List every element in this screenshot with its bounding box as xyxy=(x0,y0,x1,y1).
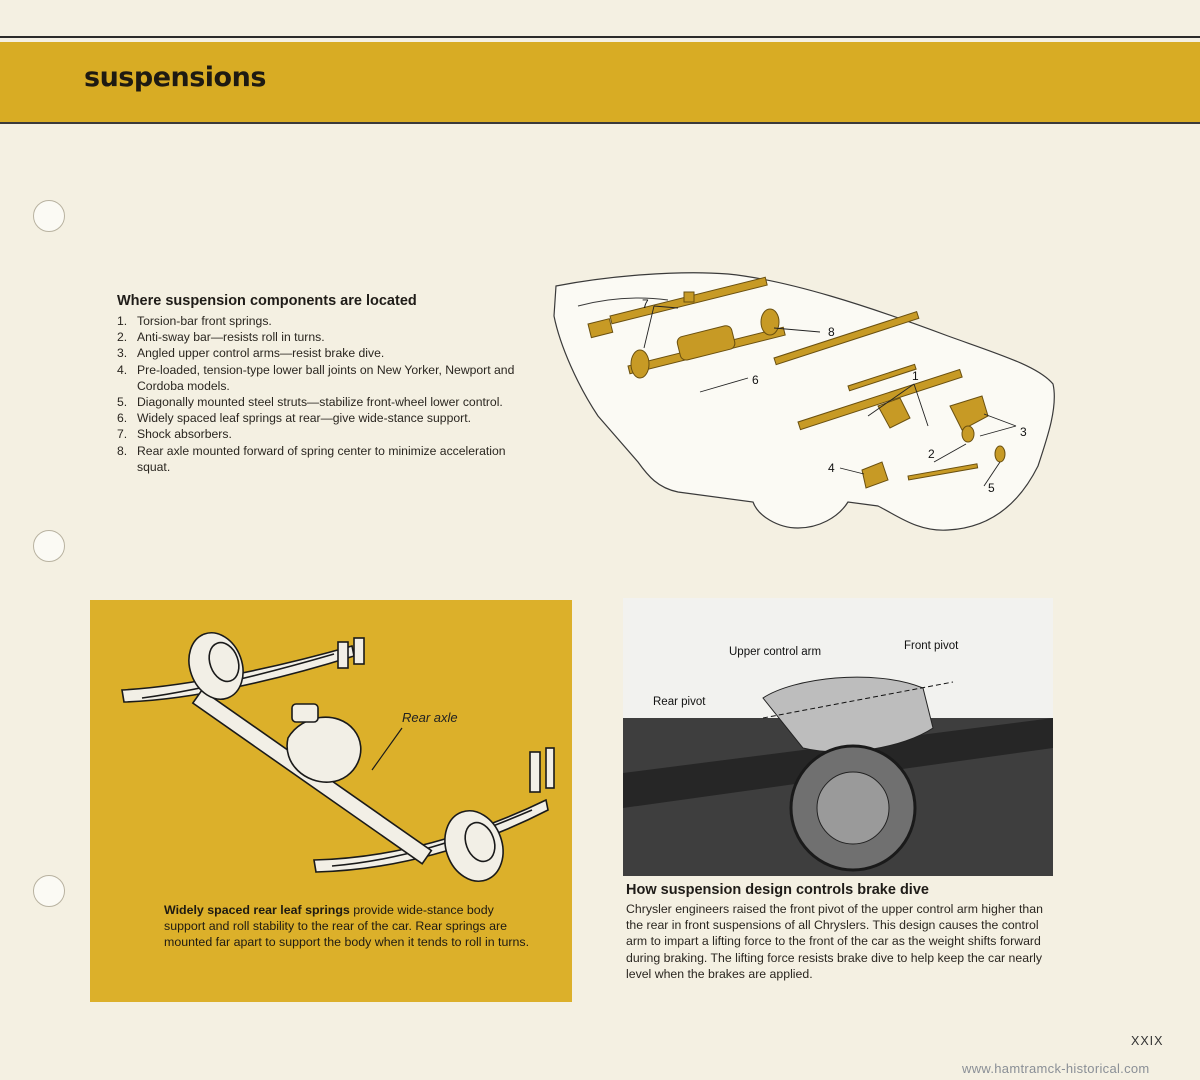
binder-hole-icon xyxy=(33,200,65,232)
rear-springs-panel: Rear axle Widely spaced rear leaf spring… xyxy=(90,600,572,1002)
page-title: suspensions xyxy=(84,62,266,93)
item-text: Anti-sway bar—resists roll in turns. xyxy=(137,330,325,345)
brake-dive-body: Chrysler engineers raised the front pivo… xyxy=(626,902,1043,981)
page-number: XXIX xyxy=(1131,1034,1164,1048)
components-list-section: Where suspension components are located … xyxy=(117,293,537,475)
item-text: Shock absorbers. xyxy=(137,427,232,442)
section-banner: suspensions xyxy=(0,42,1200,122)
control-arm-photo: Upper control arm Front pivot Rear pivot xyxy=(623,598,1053,876)
upper-control-arm-label: Upper control arm xyxy=(729,646,822,658)
callout-8: 8 xyxy=(828,325,835,339)
site-watermark: www.hamtramck-historical.com xyxy=(962,1061,1150,1076)
list-item: 4. Pre-loaded, tension-type lower ball jo… xyxy=(117,362,537,394)
components-list: 1. Torsion-bar front springs. 2. Anti-sway… xyxy=(117,313,537,475)
list-item: 5. Diagonally mounted steel struts—stabil… xyxy=(117,394,537,410)
caption-bold: Widely spaced rear leaf springs xyxy=(164,903,350,917)
brake-dive-heading: How suspension design controls brake div… xyxy=(626,882,929,898)
item-number: 1. xyxy=(117,314,128,328)
front-pivot-label: Front pivot xyxy=(904,640,959,652)
item-number: 2. xyxy=(117,330,128,345)
callout-5: 5 xyxy=(988,481,995,495)
item-text: Widely spaced leaf springs at rear—give … xyxy=(137,411,471,426)
brake-dive-section: How suspension design controls brake div… xyxy=(626,882,1056,982)
list-item: 1. Torsion-bar front springs. xyxy=(117,313,537,329)
rear-axle-label: Rear axle xyxy=(402,710,458,725)
top-rule xyxy=(0,36,1200,38)
list-item: 6. Widely spaced leaf springs at rear—giv… xyxy=(117,410,537,426)
item-number: 5. xyxy=(117,395,128,410)
item-number: 8. xyxy=(117,443,128,458)
list-item: 2. Anti-sway bar—resists roll in turns. xyxy=(117,329,537,345)
rear-axle-illustration: Rear axle xyxy=(121,632,555,882)
callout-2: 2 xyxy=(928,447,935,461)
callout-3: 3 xyxy=(1020,425,1027,439)
item-number: 6. xyxy=(117,411,128,426)
rear-springs-caption: Widely spaced rear leaf springs provide … xyxy=(164,902,534,950)
item-number: 4. xyxy=(117,362,128,377)
control-arm-photo-image xyxy=(623,598,1053,876)
binder-hole-icon xyxy=(33,530,65,562)
item-number: 7. xyxy=(117,427,128,442)
list-item: 3. Angled upper control arms—resist brake… xyxy=(117,345,537,361)
callout-6: 6 xyxy=(752,373,759,387)
rear-pivot-label: Rear pivot xyxy=(653,696,706,708)
banner-rule xyxy=(0,122,1200,124)
item-text: Angled upper control arms—resist brake d… xyxy=(137,346,385,361)
binder-hole-icon xyxy=(33,875,65,907)
list-item: 7. Shock absorbers. xyxy=(117,426,537,442)
callout-7: 7 xyxy=(642,297,649,311)
item-text: Diagonally mounted steel struts—stabiliz… xyxy=(137,395,503,410)
item-number: 3. xyxy=(117,346,128,361)
item-text: Rear axle mounted forward of spring cent… xyxy=(137,443,506,474)
callout-4: 4 xyxy=(828,461,835,475)
callout-1: 1 xyxy=(912,369,919,383)
item-text: Torsion-bar front springs. xyxy=(137,314,272,328)
suspension-location-diagram: 7 8 6 1 3 2 4 5 xyxy=(553,272,1055,531)
components-heading: Where suspension components are located xyxy=(117,293,417,309)
list-item: 8. Rear axle mounted forward of spring ce… xyxy=(117,443,537,475)
item-text: Pre-loaded, tension-type lower ball join… xyxy=(137,362,515,393)
caption-text: provide wide-stance body support and rol… xyxy=(164,903,530,949)
